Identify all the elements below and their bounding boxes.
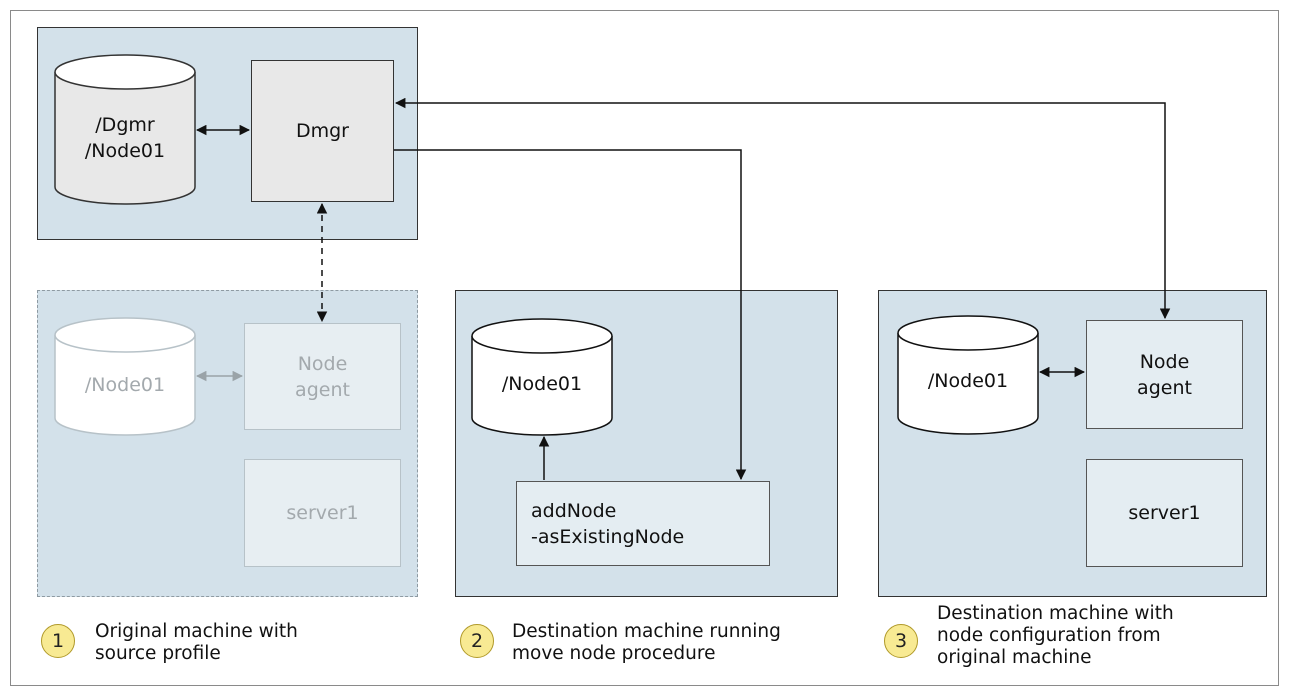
dmgr-box: Dmgr	[251, 60, 394, 202]
panel3-node-agent-label: Node agent	[1137, 350, 1192, 399]
step-2-number: 2	[470, 630, 484, 652]
panel1-node-agent-label: Node agent	[295, 352, 350, 401]
panel3-server1-label: server1	[1128, 502, 1201, 524]
addnode-command-box: addNode -asExistingNode	[516, 481, 770, 566]
panel1-node-agent-box: Node agent	[244, 323, 401, 430]
step-1-badge: 1	[41, 624, 75, 658]
panel1-repository-label: /Node01	[84, 374, 166, 396]
step-2-caption: Destination machine running move node pr…	[512, 621, 781, 664]
panel3-server1-box: server1	[1086, 459, 1243, 567]
addnode-command-label: addNode -asExistingNode	[531, 499, 685, 548]
panel3-repository-cylinder	[897, 315, 1039, 435]
step-3-number: 3	[894, 630, 908, 652]
dmgr-repository-label: /Dgmr /Node01	[84, 114, 166, 162]
panel1-server1-label: server1	[286, 502, 359, 524]
step-3-caption: Destination machine with node configurat…	[937, 603, 1174, 668]
panel1-repository-cylinder	[54, 317, 196, 436]
step-1-number: 1	[51, 630, 65, 652]
diagram-frame	[10, 10, 1279, 686]
panel3-agent-to-dmgr-arrow	[394, 97, 1171, 320]
step-3-badge: 3	[884, 624, 918, 658]
panel1-server1-box: server1	[244, 459, 401, 567]
step-1-caption: Original machine with source profile	[95, 621, 298, 664]
panel2-repository-cylinder	[471, 318, 613, 436]
panel2-repository-label: /Node01	[501, 373, 583, 395]
dmgr-repository-cylinder	[54, 54, 196, 205]
step-2-badge: 2	[460, 624, 494, 658]
dmgr-label: Dmgr	[295, 120, 349, 142]
panel3-node-agent-box: Node agent	[1086, 320, 1243, 429]
panel3-repository-label: /Node01	[927, 370, 1009, 392]
